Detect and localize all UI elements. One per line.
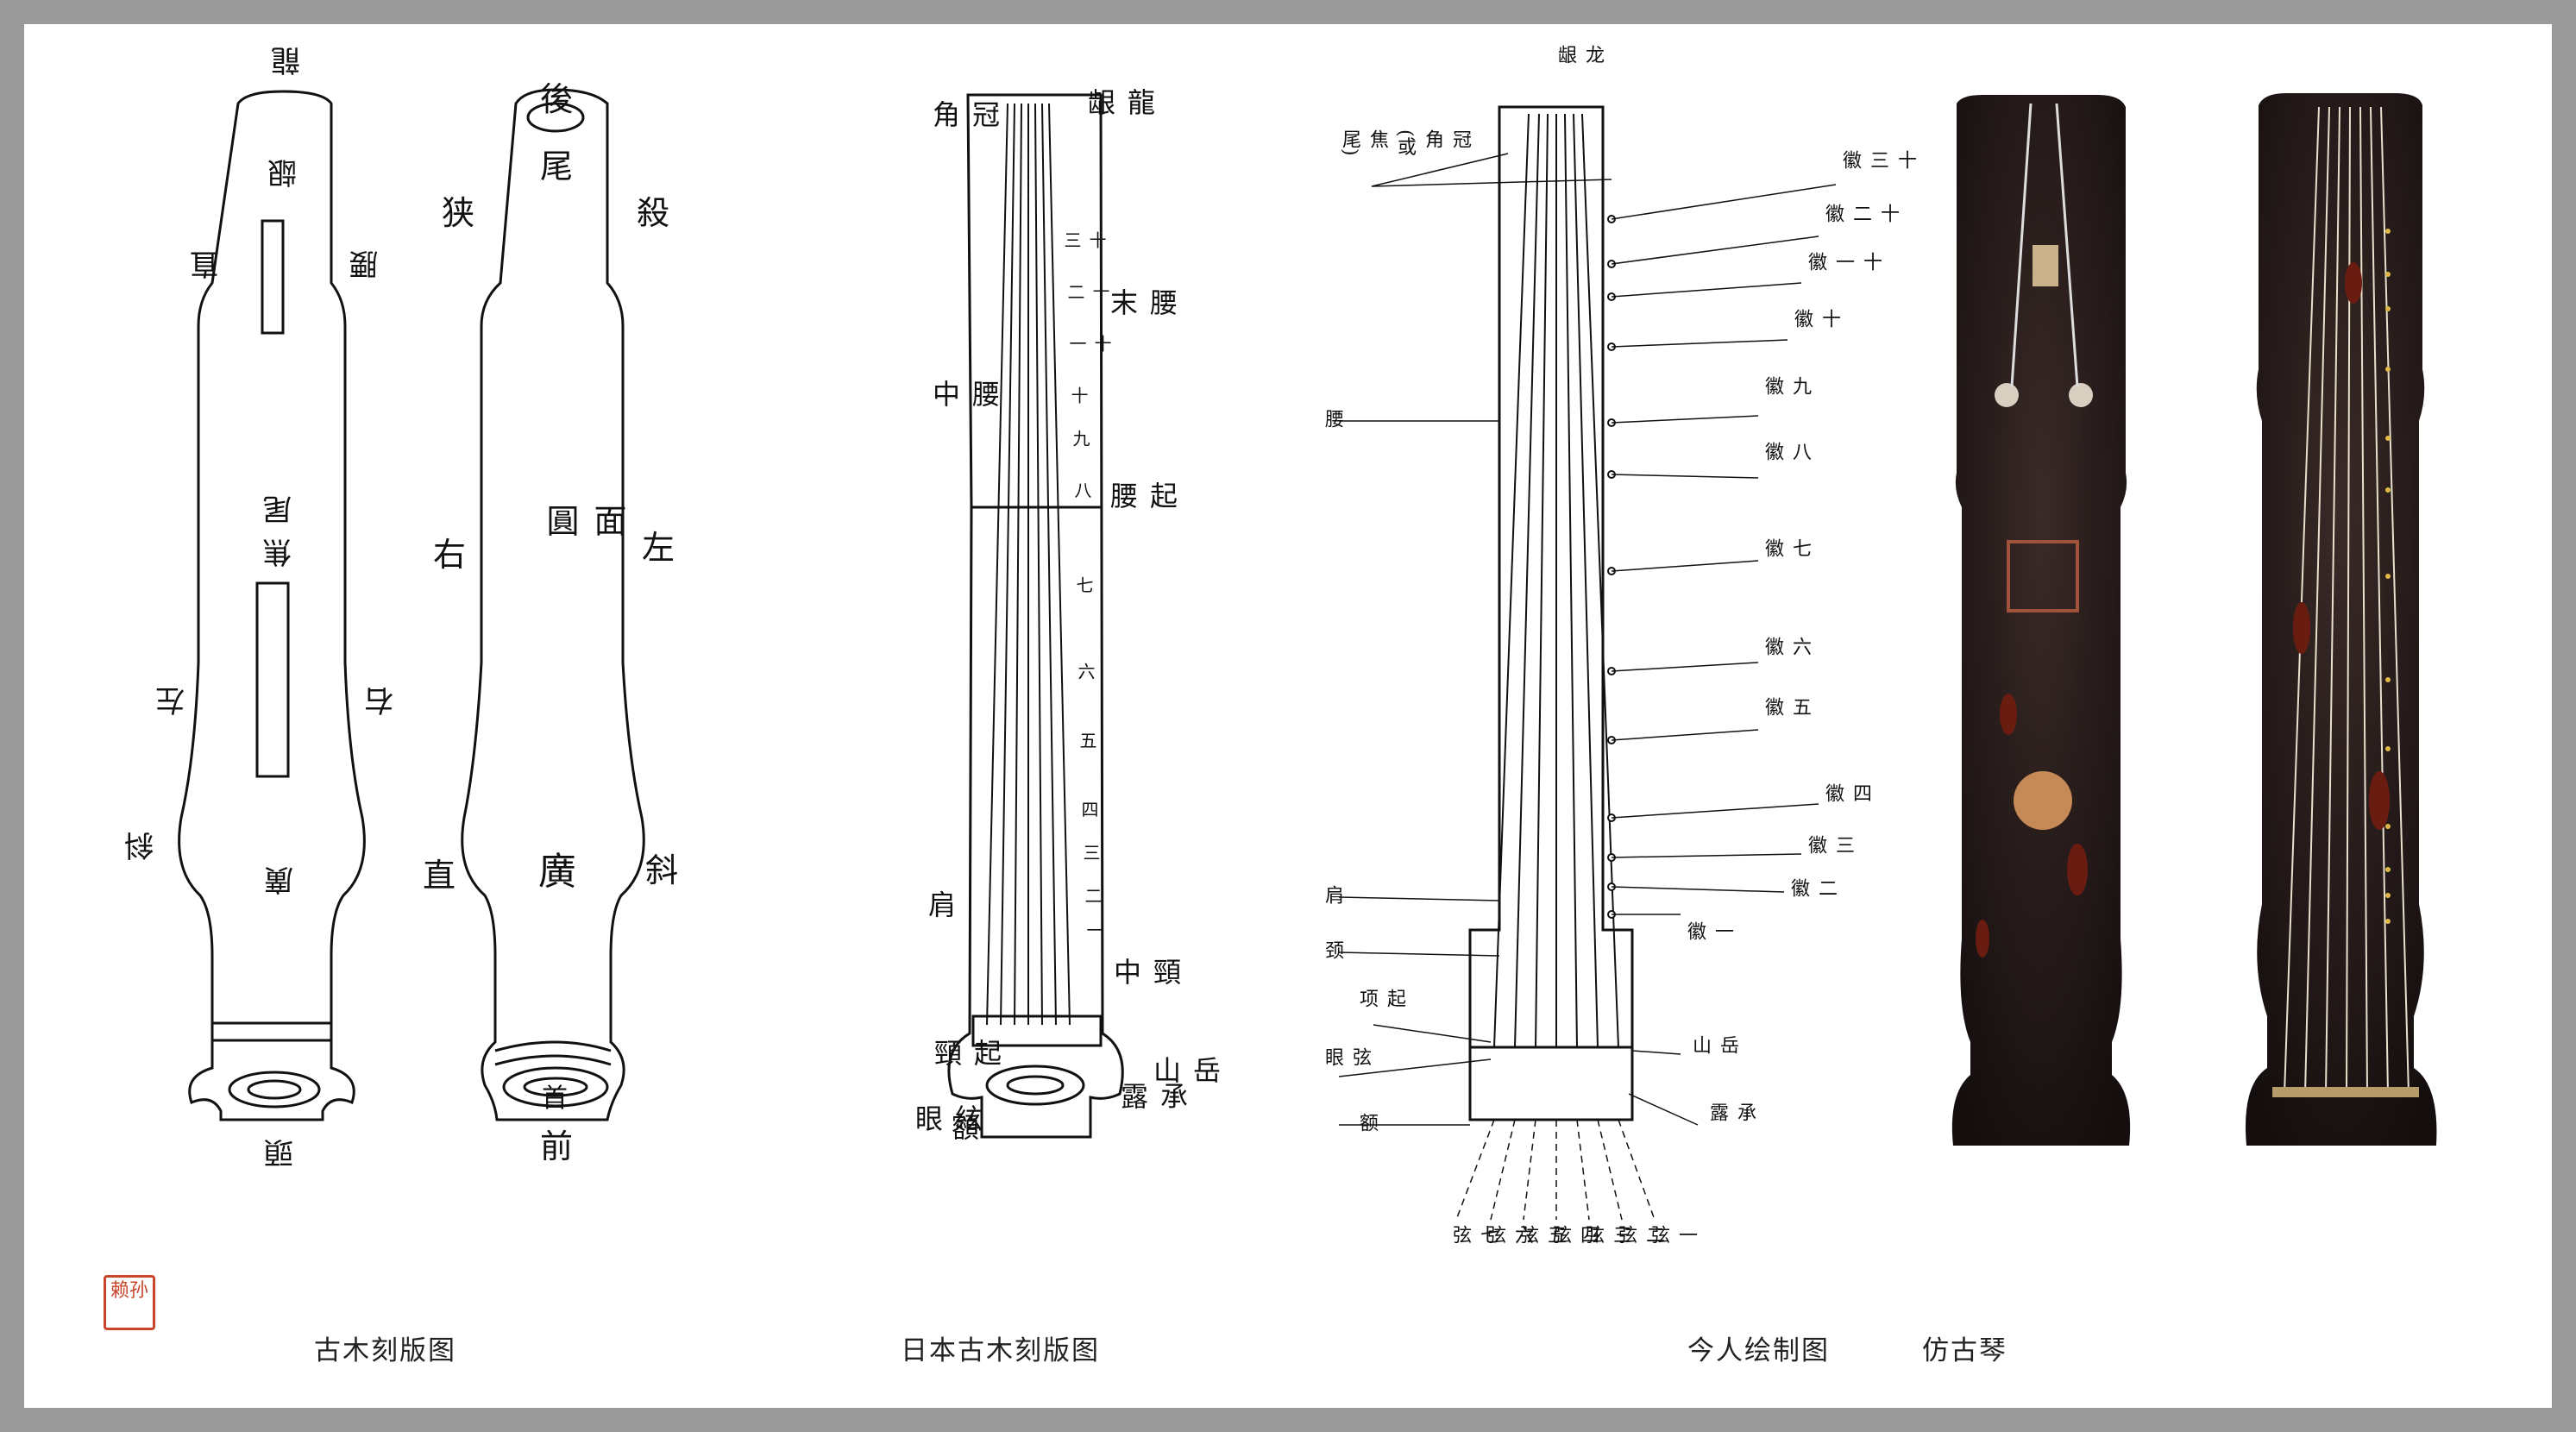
- hui2-1: 十二: [1065, 283, 1110, 300]
- string-6: 六弦: [1484, 1225, 1533, 1244]
- panel2-strings: [986, 103, 1071, 1026]
- string-2: 二弦: [1615, 1225, 1664, 1244]
- label-3-l3: 颈: [1322, 940, 1343, 959]
- seal-text: 赖孙: [110, 1280, 148, 1302]
- label-2-0: 龍龈: [1084, 88, 1156, 116]
- label-2-10: 承露: [1116, 1082, 1189, 1109]
- hui2-3: 十: [1068, 386, 1089, 404]
- label-1b-7: 直: [423, 857, 456, 895]
- label-3-r3: 十徽: [1791, 309, 1840, 328]
- label-3-r10: 三徽: [1805, 835, 1854, 854]
- label-3-l2: 肩: [1322, 885, 1343, 904]
- label-3-r9: 四徽: [1822, 783, 1871, 802]
- label-3-r11: 二徽: [1787, 878, 1837, 897]
- hui2-9: 四: [1078, 801, 1099, 818]
- label-2-4: 起腰: [1106, 481, 1178, 509]
- string-3: 三弦: [1582, 1225, 1631, 1244]
- label-1f-8: 斜: [124, 827, 154, 862]
- seal-stamp: 赖孙: [104, 1275, 155, 1330]
- label-3-r6: 七徽: [1762, 538, 1811, 557]
- caption-japanese-woodblock: 日本古木刻版图: [901, 1335, 1100, 1366]
- label-2-9: 岳山: [1149, 1056, 1222, 1083]
- label-1f-4: 左: [155, 682, 185, 717]
- qin-photo-back: [1951, 95, 2131, 1146]
- label-3-top: 龙龈: [1555, 45, 1604, 64]
- label-3-r4: 九徽: [1762, 376, 1811, 395]
- label-1b-6: 面圓: [541, 504, 626, 545]
- label-1b-9: 斜: [645, 851, 679, 889]
- label-3-r2: 十一徽: [1805, 252, 1882, 271]
- label-1f-2: 直: [190, 246, 219, 280]
- label-3-r13: 岳山: [1689, 1035, 1738, 1054]
- string-4: 四弦: [1549, 1225, 1599, 1244]
- label-1f-1: 龈: [267, 154, 297, 189]
- label-1f-0: 龍: [271, 42, 300, 77]
- label-1b-1: 尾: [540, 148, 574, 185]
- label-3-r12: 一徽: [1684, 921, 1733, 940]
- hui2-4: 九: [1070, 430, 1090, 447]
- label-3-r1: 十二徽: [1822, 204, 1899, 223]
- hui2-6: 七: [1073, 576, 1094, 594]
- label-1b-10: 首: [542, 1083, 568, 1114]
- hui2-12: 一: [1084, 921, 1104, 939]
- label-1f-10: 頭: [264, 1134, 293, 1169]
- label-2-8: 絃眼: [911, 1104, 983, 1132]
- label-1b-3: 殺: [637, 194, 670, 232]
- panel3-string-leaders: [1455, 1119, 1656, 1221]
- qin-photo-front: [2246, 93, 2437, 1146]
- label-3-r5: 八徽: [1762, 442, 1811, 461]
- label-3-r14: 承露: [1706, 1102, 1756, 1121]
- label-1f-9: 廣: [264, 862, 293, 896]
- label-3-r0: 十三徽: [1839, 150, 1916, 169]
- caption-ancient-woodblock: 古木刻版图: [314, 1335, 456, 1366]
- label-2-7: 起頸: [930, 1039, 1002, 1066]
- hui2-7: 六: [1075, 663, 1096, 680]
- hui2-8: 五: [1077, 732, 1097, 749]
- label-3-l4: 起项: [1356, 989, 1405, 1008]
- hui2-11: 二: [1082, 887, 1103, 904]
- string-7: 七弦: [1449, 1225, 1498, 1244]
- hui2-5: 八: [1071, 481, 1092, 499]
- label-3-l1: 腰: [1322, 409, 1343, 428]
- label-3-l0: 冠角(或焦尾): [1339, 129, 1471, 156]
- label-1b-2: 狭: [442, 194, 475, 232]
- label-1f-3: 腰: [349, 246, 378, 280]
- hui2-2: 十一: [1066, 335, 1112, 352]
- panel1-front-outline: [178, 90, 366, 1121]
- label-1b-5: 左: [642, 529, 675, 567]
- label-3-r8: 五徽: [1762, 697, 1811, 716]
- label-3-r7: 六徽: [1762, 637, 1811, 656]
- panel1-back-outline: [461, 88, 645, 1121]
- label-2-1: 冠角: [928, 100, 1001, 128]
- label-2-6: 頸中: [1109, 958, 1182, 985]
- caption-modern-drawing: 今人绘制图: [1687, 1335, 1830, 1366]
- panel2-outline: [947, 93, 1124, 1139]
- caption-replica-qin: 仿古琴: [1922, 1335, 2007, 1366]
- panel3-strings: [1493, 113, 1619, 1048]
- hui2-0: 十三: [1061, 231, 1107, 248]
- label-1b-11: 前: [540, 1127, 574, 1165]
- label-1f-5: 右: [364, 682, 393, 717]
- label-3-l6: 额: [1356, 1113, 1378, 1132]
- label-2-11: 額: [947, 1113, 980, 1140]
- hui2-10: 三: [1080, 844, 1101, 861]
- label-1b-8: 廣: [538, 850, 576, 894]
- label-1b-0: 後: [540, 80, 574, 118]
- label-1f-6: 焦: [262, 534, 292, 568]
- panel3-leader-lines: [1338, 153, 1837, 1126]
- label-1f-7: 尾: [262, 491, 292, 525]
- label-2-5: 肩: [928, 889, 957, 921]
- label-3-l5: 弦眼: [1322, 1047, 1371, 1066]
- illustrations: [178, 88, 2437, 1221]
- panel3-outline: [1468, 105, 1634, 1121]
- label-1b-4: 右: [433, 536, 467, 574]
- string-5: 五弦: [1517, 1225, 1566, 1244]
- content-sheet: 龍 龈 直 腰 左 右 焦 尾 斜 廣 頭 後 尾 狭 殺 右 左 面圓 直 廣…: [24, 24, 2552, 1408]
- label-2-3: 腰中: [928, 380, 1001, 407]
- string-1: 一弦: [1648, 1225, 1697, 1244]
- label-2-2: 腰末: [1106, 288, 1178, 316]
